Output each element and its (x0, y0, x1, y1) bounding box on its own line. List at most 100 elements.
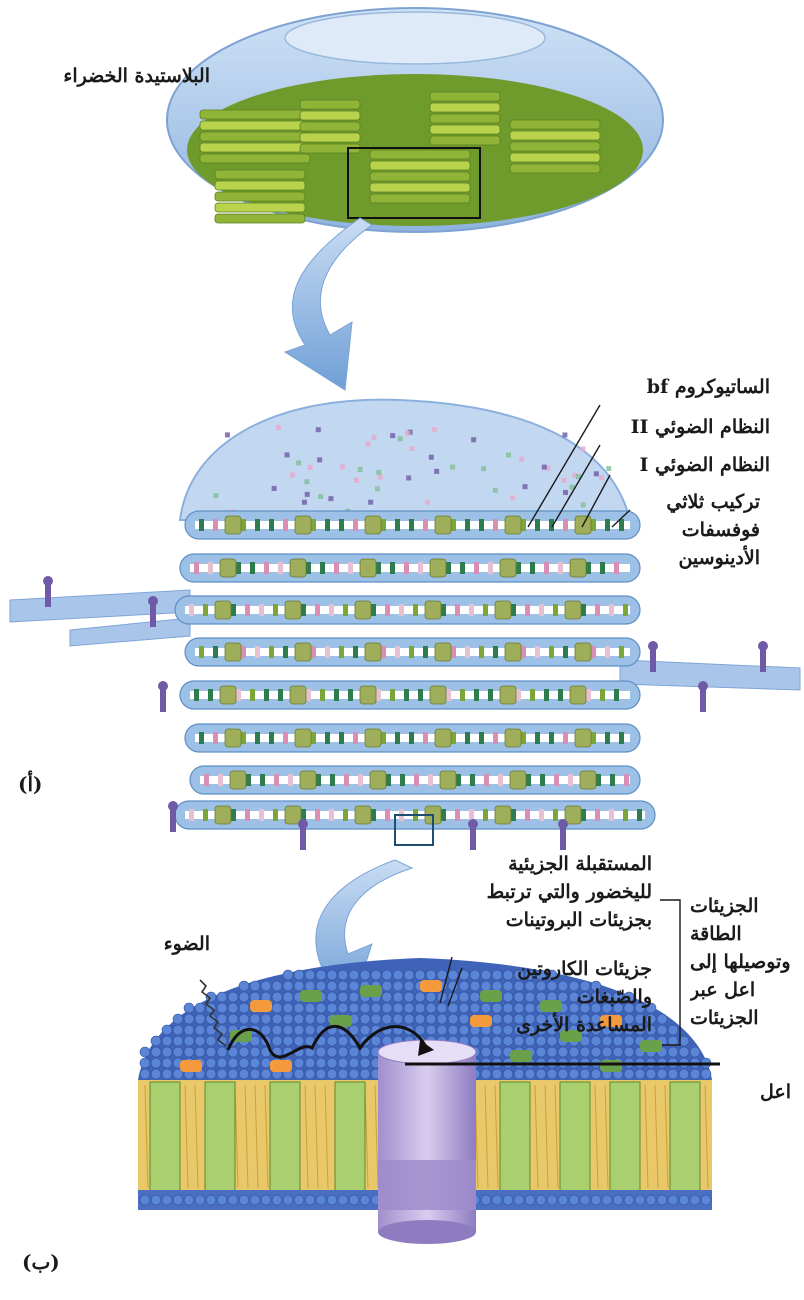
membrane-protein (521, 646, 526, 658)
lipid-head (393, 970, 403, 980)
lipid-head (481, 1069, 491, 1079)
lipid-head (272, 1003, 282, 1013)
transmembrane-protein (560, 1082, 590, 1194)
lipid-head (602, 1195, 612, 1205)
photosystem-complex (435, 729, 451, 747)
membrane-protein (334, 689, 339, 701)
membrane-protein (213, 732, 218, 744)
membrane-protein (637, 809, 642, 821)
thylakoid-disc (215, 214, 305, 223)
photosystem-complex (295, 729, 311, 747)
lipid-head (151, 1036, 161, 1046)
lipid-head (393, 992, 403, 1002)
atp-synthase-stalk (470, 826, 476, 850)
lipid-head (338, 1195, 348, 1205)
lipid-head (393, 1003, 403, 1013)
lipid-head (228, 1014, 238, 1024)
membrane-particle (366, 442, 371, 447)
lipid-head (272, 1036, 282, 1046)
lipid-head (404, 1014, 414, 1024)
label-reaction-center-cropped: اعل (760, 1078, 804, 1106)
lipid-head (349, 1069, 359, 1079)
membrane-protein (273, 809, 278, 821)
membrane-particle (542, 465, 547, 470)
membrane-protein (558, 562, 563, 574)
lipid-head (602, 1047, 612, 1057)
pigment-molecule (600, 1060, 622, 1072)
membrane-protein (558, 689, 563, 701)
lipid-head (338, 1036, 348, 1046)
membrane-protein (385, 809, 390, 821)
membrane-particle (562, 432, 567, 437)
membrane-protein (446, 689, 451, 701)
lipid-head (415, 992, 425, 1002)
membrane-protein (413, 604, 418, 616)
membrane-particle (318, 494, 323, 499)
photosystem-complex (365, 729, 381, 747)
pigment-molecule (270, 1060, 292, 1072)
lipid-head (657, 1195, 667, 1205)
photosystem-complex (215, 601, 231, 619)
membrane-particle (432, 427, 437, 432)
lipid-head (316, 1195, 326, 1205)
lipid-head (525, 1195, 535, 1205)
thylakoid-disc (370, 150, 470, 159)
membrane-protein (581, 604, 586, 616)
lipid-head (195, 1025, 205, 1035)
carotenoid-line-3: المساعدة الأخرى (430, 1011, 652, 1039)
membrane-protein (250, 689, 255, 701)
photosystem-complex (495, 806, 511, 824)
label-photosystem-2: النظام الضوئي II (600, 413, 770, 441)
pigment-molecule (640, 1040, 662, 1052)
membrane-particle (398, 436, 403, 441)
lipid-head (217, 1195, 227, 1205)
right-line-4: اعل عبر (690, 976, 804, 1004)
membrane-protein (414, 774, 419, 786)
membrane-particle (302, 500, 307, 505)
lipid-head (228, 1058, 238, 1068)
panel-b-label: (ب) (22, 1250, 60, 1274)
membrane-protein (395, 646, 400, 658)
lipid-head (679, 1069, 689, 1079)
lipid-head (338, 970, 348, 980)
lipid-head (151, 1195, 161, 1205)
thylakoid-disc (510, 164, 600, 173)
lipid-head (558, 1069, 568, 1079)
lipid-head (613, 1047, 623, 1057)
membrane-protein (465, 519, 470, 531)
photosystem-complex (365, 643, 381, 661)
membrane-particle (493, 488, 498, 493)
label-cytochrome: الساتيوكروم bf (600, 373, 770, 401)
lipid-head (536, 1195, 546, 1205)
lipid-head (173, 1036, 183, 1046)
atp-synthase-stalk (300, 826, 306, 850)
membrane-particle (580, 446, 585, 451)
photosystem-complex (360, 559, 376, 577)
membrane-particle (594, 471, 599, 476)
membrane-protein (511, 809, 516, 821)
thylakoid-disc (215, 192, 305, 201)
membrane-particle (276, 425, 281, 430)
lipid-head (195, 1195, 205, 1205)
membrane-protein (329, 809, 334, 821)
pigment-molecule (360, 985, 382, 997)
membrane-protein (395, 732, 400, 744)
membrane-protein (260, 774, 265, 786)
atp-synthase-stalk (560, 826, 566, 850)
lipid-head (360, 1003, 370, 1013)
lipid-head (173, 1014, 183, 1024)
lipid-head (261, 1014, 271, 1024)
photosystem-complex (365, 516, 381, 534)
lipid-head (162, 1047, 172, 1057)
lipid-head (679, 1047, 689, 1057)
lipid-head (250, 1014, 260, 1024)
label-atp-synthase: تركيب ثلاثي فوفسفات الأدينوسين (590, 488, 760, 572)
photosystem-complex (230, 771, 246, 789)
membrane-particle (316, 427, 321, 432)
label-carotenoids: جزيئات الكاروتين والصّبغات المساعدة الأخ… (430, 955, 652, 1039)
membrane-protein (549, 732, 554, 744)
transmembrane-protein (670, 1082, 700, 1194)
membrane-protein (329, 604, 334, 616)
membrane-protein (278, 689, 283, 701)
photosystem-complex (225, 643, 241, 661)
